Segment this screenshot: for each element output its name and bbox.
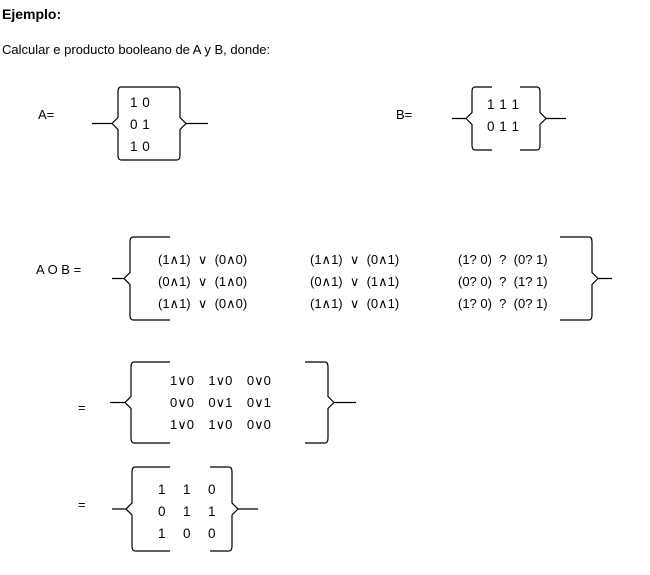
product-cell: (0? 0) ? (1? 1) (458, 274, 548, 289)
product-cell: (1∧1) ∨ (0∧0) (158, 296, 248, 311)
matrix-a-left-bracket (92, 86, 150, 161)
product-right-bracket (560, 236, 612, 321)
heading: Ejemplo: (2, 6, 62, 22)
product-cell: (1∧1) ∨ (0∧0) (158, 252, 248, 267)
matrix-b-left-bracket (452, 86, 492, 151)
matrix-a-row: 1 0 (130, 95, 151, 110)
product-left-bracket (112, 236, 170, 321)
result-label: = (78, 497, 86, 512)
matrix-a-row: 1 0 (130, 139, 151, 154)
product-label: A O B = (36, 262, 82, 277)
matrix-b-right-bracket (520, 86, 566, 151)
matrix-a-label: A= (38, 107, 55, 122)
step2-left-bracket (110, 361, 170, 444)
intro-text: Calcular e producto booleano de A y B, d… (2, 42, 271, 57)
result-row: 0 1 1 (158, 504, 217, 519)
product-cell: (1∧1) ∨ (0∧1) (310, 252, 400, 267)
matrix-a-row: 0 1 (130, 117, 151, 132)
step2-label: = (78, 400, 86, 415)
result-right-bracket (210, 466, 258, 552)
result-row: 1 0 0 (158, 526, 217, 541)
product-cell: (1? 0) ? (0? 1) (458, 296, 548, 311)
product-cell: (0∧1) ∨ (1∧0) (158, 274, 248, 289)
matrix-b-row: 0 1 1 (487, 119, 520, 134)
product-cell: (1? 0) ? (0? 1) (458, 252, 548, 267)
step2-right-bracket (305, 361, 356, 444)
matrix-b-row: 1 1 1 (487, 97, 520, 112)
product-cell: (0∧1) ∨ (1∧1) (310, 274, 400, 289)
matrix-b-label: B= (396, 107, 413, 122)
step2-row: 0∨0 0∨1 0∨1 (170, 395, 271, 410)
result-left-bracket (112, 466, 170, 552)
step2-row: 1∨0 1∨0 0∨0 (170, 417, 271, 432)
step2-row: 1∨0 1∨0 0∨0 (170, 373, 271, 388)
result-row: 1 1 0 (158, 482, 217, 497)
product-cell: (1∧1) ∨ (0∧1) (310, 296, 400, 311)
matrix-a-right-bracket (150, 86, 208, 161)
